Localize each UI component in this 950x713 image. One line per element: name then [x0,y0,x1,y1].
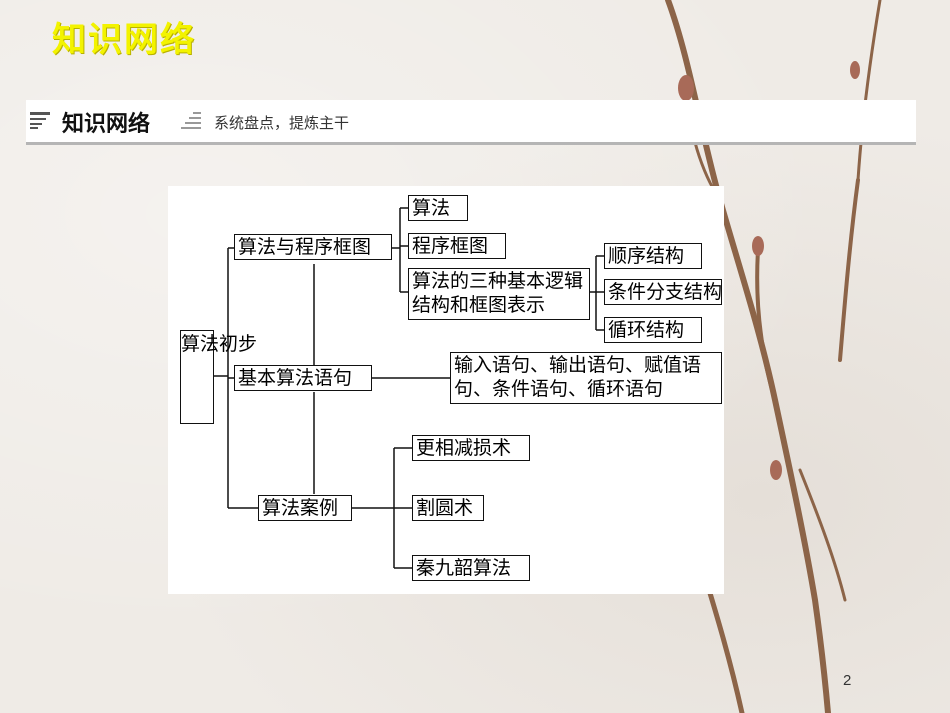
node-algorithm-cases: 算法案例 [258,495,352,521]
node-conditional-structure: 条件分支结构 [604,279,722,305]
section-banner: 知识网络 系统盘点，提炼主干 [26,100,916,145]
node-algorithm-and-flowchart: 算法与程序框图 [234,234,392,260]
node-subtraction-method: 更相减损术 [412,435,530,461]
connector-lines [214,207,604,569]
banner-subtitle: 系统盘点，提炼主干 [214,114,350,132]
node-algorithm: 算法 [408,195,468,221]
root-node: 算法初步 [180,330,257,424]
node-basic-statements: 基本算法语句 [234,365,372,391]
node-circle-cutting-method: 割圆术 [412,495,484,521]
stair-lines-icon [181,112,201,129]
node-loop-structure: 循环结构 [604,317,702,343]
node-qin-jiushao-algorithm: 秦九韶算法 [412,555,530,581]
page-number: 2 [843,672,852,689]
node-statements-list: 输入语句、输出语句、赋值语句、条件语句、循环语句 [450,352,722,404]
node-sequential-structure: 顺序结构 [604,243,702,269]
knowledge-tree-diagram: 算法初步 算法与程序框图 基本算法语句 算法案例 算法 程序框图 算法的三种基本… [168,186,724,594]
node-three-basic-structures: 算法的三种基本逻辑结构和框图表示 [408,268,590,320]
slide-title: 知识网络 [52,20,196,60]
menu-lines-icon [30,112,50,129]
banner-heading: 知识网络 [62,112,151,137]
node-flowchart: 程序框图 [408,233,506,259]
